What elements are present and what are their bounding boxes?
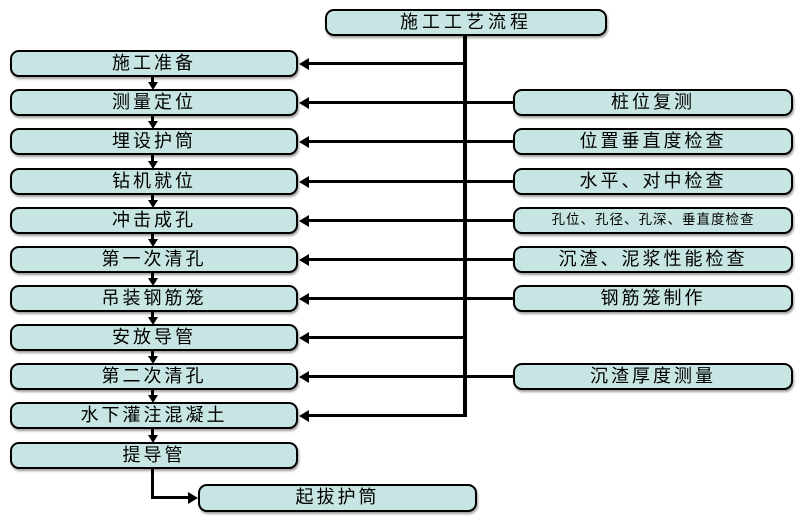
check-to-step-arrow (299, 214, 513, 227)
process-step-box: 第二次清孔 (10, 363, 298, 390)
check-to-step-arrow (299, 253, 513, 266)
inspection-box: 位置垂直度检查 (513, 128, 793, 155)
check-to-step-arrow (299, 96, 513, 109)
process-step-box: 冲击成孔 (10, 207, 298, 234)
branch-connector-vertical (151, 469, 154, 498)
process-step-box: 安放导管 (10, 324, 298, 351)
step-down-arrow (147, 351, 158, 364)
trunk-to-step-arrow (299, 57, 467, 70)
step-down-arrow (147, 155, 158, 169)
check-to-step-arrow (299, 135, 513, 148)
process-step-box: 吊装钢筋笼 (10, 285, 298, 312)
trunk-to-step-arrow (299, 409, 467, 422)
process-step-box: 埋设护筒 (10, 128, 298, 155)
process-step-box: 施工准备 (10, 50, 298, 77)
step-down-arrow (147, 77, 158, 90)
end-node: 起拔护筒 (198, 484, 477, 512)
step-down-arrow (147, 234, 158, 247)
inspection-box: 沉渣、泥浆性能检查 (513, 246, 793, 273)
process-step-box: 钻机就位 (10, 168, 298, 195)
main-trunk-line (463, 36, 467, 417)
inspection-box: 桩位复测 (513, 89, 793, 116)
process-step-box: 测量定位 (10, 89, 298, 116)
trunk-to-step-arrow (299, 331, 467, 344)
check-to-step-arrow (299, 292, 513, 305)
process-step-box: 水下灌注混凝土 (10, 402, 298, 429)
process-step-box: 提导管 (10, 442, 298, 469)
start-node: 施工工艺流程 (325, 9, 607, 36)
step-down-arrow (147, 390, 158, 403)
process-step-box: 第一次清孔 (10, 246, 298, 273)
check-to-step-arrow (299, 370, 513, 383)
step-down-arrow (147, 195, 158, 208)
branch-connector-arrow (151, 491, 198, 504)
step-down-arrow (147, 429, 158, 443)
step-down-arrow (147, 116, 158, 129)
step-down-arrow (147, 273, 158, 286)
inspection-box: 水平、对中检查 (513, 168, 793, 195)
inspection-box: 钢筋笼制作 (513, 285, 793, 312)
inspection-box: 孔位、孔径、孔深、垂直度检查 (513, 207, 793, 234)
check-to-step-arrow (299, 175, 513, 188)
inspection-box: 沉渣厚度测量 (513, 363, 793, 390)
step-down-arrow (147, 312, 158, 325)
